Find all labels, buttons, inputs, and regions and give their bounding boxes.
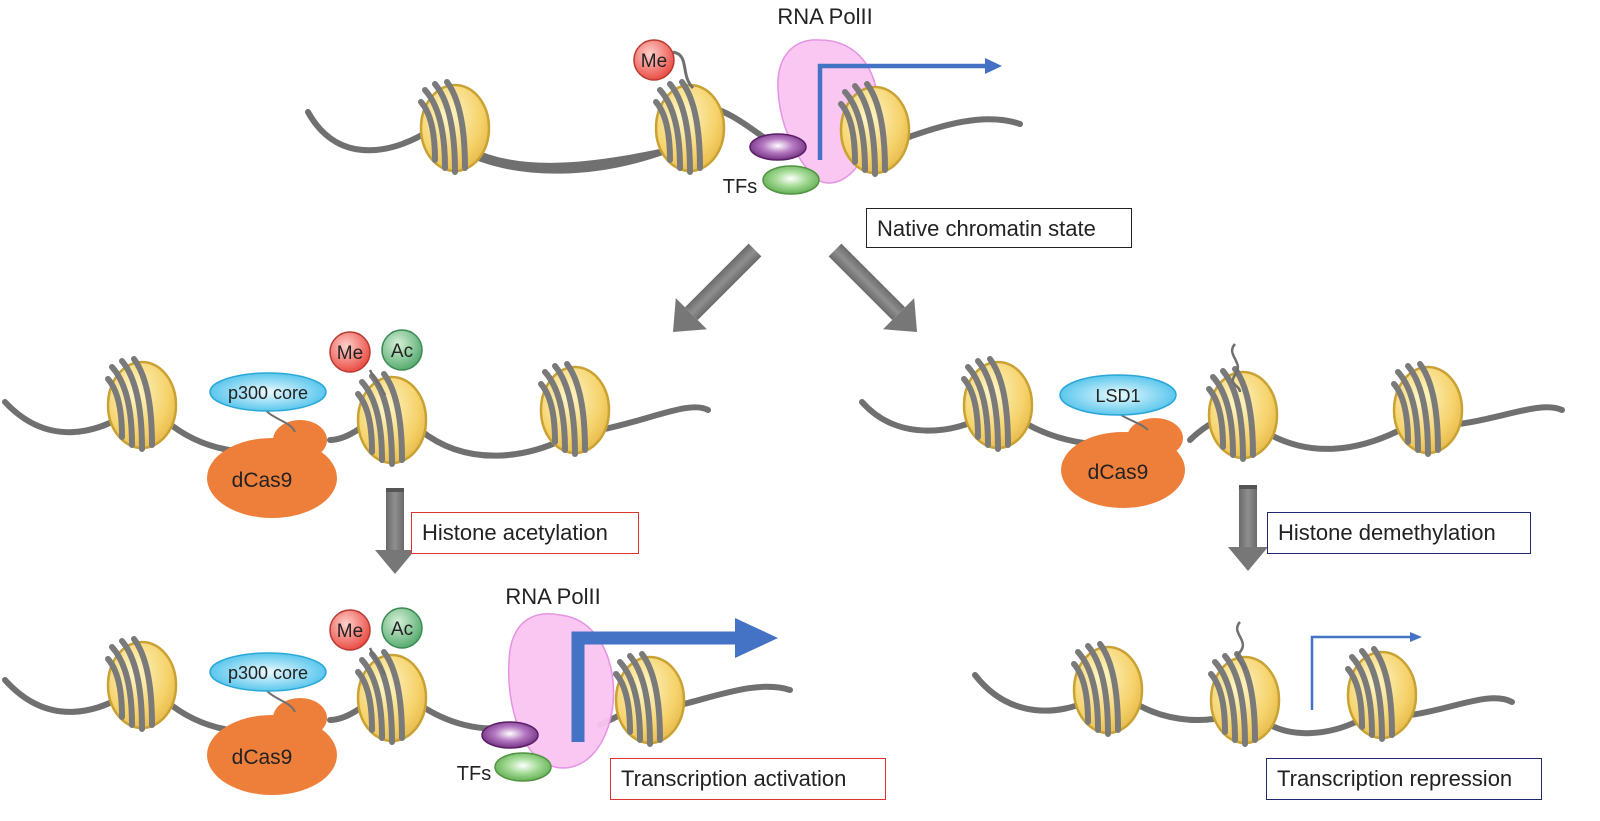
p300-label: p300 core — [228, 663, 308, 683]
split-arrow-right — [828, 243, 918, 333]
histone-tail — [1235, 621, 1247, 671]
native-panel: Me TFs RNA PolII — [305, 4, 1023, 198]
nucleosome-icon — [1394, 364, 1462, 454]
methyl-mark-icon — [329, 609, 371, 651]
acetyl-mark-icon — [381, 329, 423, 371]
ac-label: Ac — [391, 341, 413, 362]
methyl-mark-icon — [633, 39, 675, 81]
down-arrow-right — [1228, 485, 1268, 571]
p300-label: p300 core — [228, 383, 308, 403]
nucleosome-icon — [656, 82, 724, 172]
dcas9-label: dCas9 — [232, 469, 293, 492]
nucleosome-icon — [108, 639, 176, 729]
nucleosome-icon — [1348, 649, 1416, 739]
nucleosome-icon — [616, 654, 684, 744]
histone-tail — [1230, 343, 1242, 393]
nucleosome-icon — [1209, 369, 1277, 459]
nucleosome-icon — [108, 359, 176, 449]
transcription-arrow — [571, 631, 742, 742]
nucleosome-icon — [1074, 644, 1142, 734]
lsd1-label: LSD1 — [1095, 386, 1140, 406]
histone-acetylation-label: Histone acetylation — [411, 512, 639, 554]
lsd1-icon — [1059, 374, 1177, 416]
histone-demethylation-label: Histone demethylation — [1267, 512, 1531, 554]
methyl-mark-icon — [329, 331, 371, 373]
tfs-label: TFs — [457, 763, 491, 785]
acetylation-panel: dCas9 p300 core Me Ac — [2, 329, 711, 518]
tf-green-icon — [762, 165, 820, 195]
p300-icon — [209, 652, 327, 692]
dna-strand — [305, 102, 1023, 169]
repression-panel — [972, 621, 1515, 744]
native-chromatin-label: Native chromatin state — [866, 208, 1132, 248]
dcas9-label: dCas9 — [232, 746, 293, 769]
acetyl-mark-icon — [381, 607, 423, 649]
split-arrow-left — [672, 243, 762, 333]
tf-purple-icon — [749, 133, 807, 161]
transcription-arrow — [817, 63, 985, 160]
tf-purple-icon — [481, 721, 539, 749]
down-arrow-left — [375, 488, 415, 574]
me-label: Me — [337, 343, 363, 364]
nucleosome-icon — [964, 359, 1032, 449]
ac-label: Ac — [391, 619, 413, 640]
transcription-repression-label: Transcription repression — [1266, 758, 1542, 800]
nucleosome-icon — [541, 364, 609, 454]
rna-pol-label: RNA PolII — [777, 4, 872, 29]
nucleosome-icon — [358, 652, 426, 742]
nucleosome-icon — [841, 84, 909, 174]
transcription-arrow — [1310, 635, 1410, 710]
tfs-label: TFs — [723, 176, 757, 198]
rna-pol-label: RNA PolII — [505, 584, 600, 609]
transcription-activation-label: Transcription activation — [610, 758, 886, 800]
me-label: Me — [337, 621, 363, 642]
activation-panel: dCas9 p300 core Me Ac TFs RNA PolII — [2, 584, 793, 795]
me-label: Me — [641, 51, 667, 72]
demethylation-panel: dCas9 LSD1 — [859, 343, 1565, 508]
nucleosome-icon — [358, 374, 426, 464]
nucleosome-icon — [421, 82, 489, 172]
dcas9-label: dCas9 — [1088, 461, 1149, 484]
tf-green-icon — [494, 752, 552, 782]
p300-icon — [209, 372, 327, 412]
